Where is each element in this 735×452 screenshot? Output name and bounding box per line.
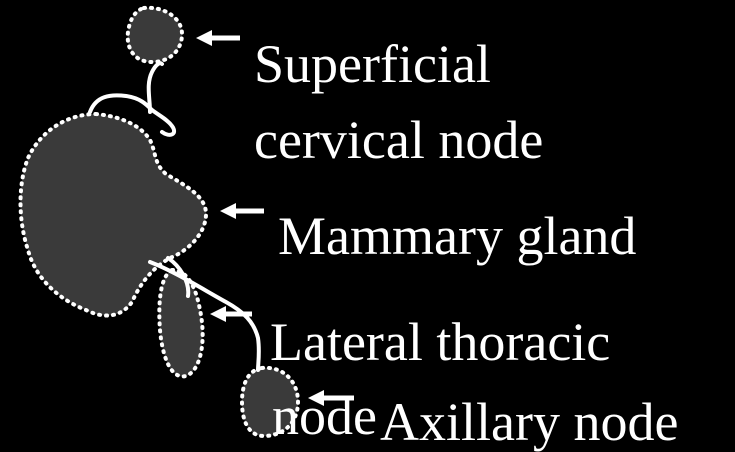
superficial-cervical-label-line1: Superficial [254,34,491,94]
superficial-cervical-label-line2: cervical node [254,110,543,170]
arrow-to-mammary-gland [220,203,264,219]
superficial-cervical-node-shape [128,8,182,62]
lateral-thoracic-label-line1: Lateral thoracic [270,312,610,372]
arrow-to-lateral-thoracic-node [210,306,252,322]
axillary-node-label: Axillary node [380,392,678,452]
mammary-gland-label: Mammary gland [278,206,636,266]
arrow-to-cervical-node [196,30,240,46]
lateral-thoracic-label-line2: node [272,386,377,446]
